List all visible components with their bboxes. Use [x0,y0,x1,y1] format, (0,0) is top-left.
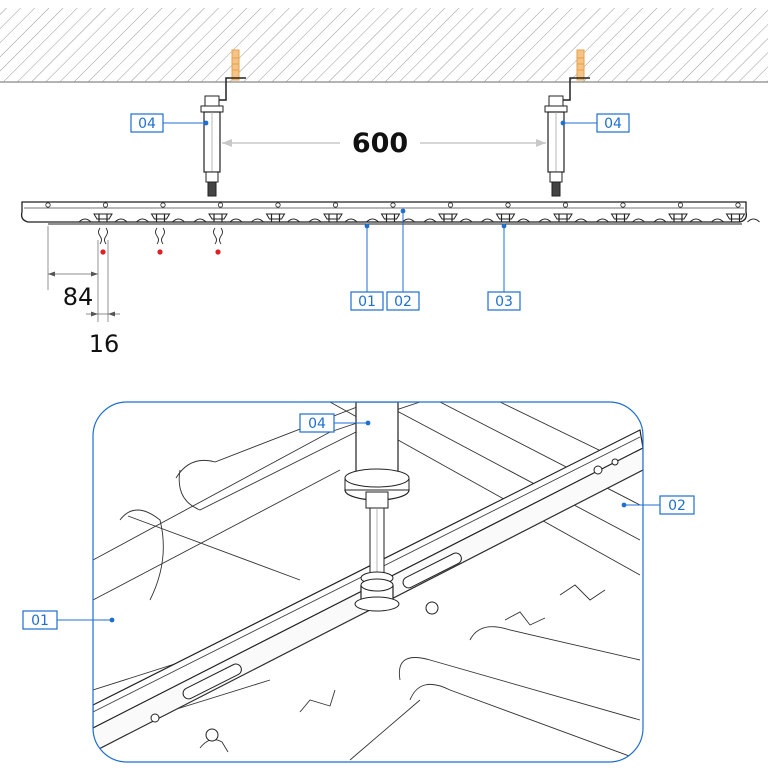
panel-clip [366,213,415,223]
svg-text:02: 02 [394,294,412,310]
svg-text:01: 01 [31,613,49,629]
panel-clip [538,213,588,223]
spring-clip-marker [213,227,223,255]
callout-04-right: 04 [560,113,630,133]
callout-02-detail: 02 [621,495,695,515]
spring-clip-marker [155,227,165,255]
panel-clip [423,213,473,223]
left-anchor-bolt [231,49,240,81]
detail-view [92,401,644,763]
panel-clip [481,213,530,223]
svg-text:01: 01 [358,294,376,310]
panel-clip [653,213,703,223]
left-hanger-rod [200,77,246,197]
panel-clip [78,213,128,223]
panel-clip [711,213,760,223]
panel-clip [251,213,300,223]
callout-04-detail: 04 [299,413,371,433]
detail-frame [92,401,644,763]
svg-text:04: 04 [308,416,326,432]
spring-clip-marker [98,227,108,255]
ceiling-slab [0,8,768,83]
offset-dimension: 84 [47,226,109,322]
spacing-value: 600 [352,128,408,159]
svg-text:03: 03 [495,294,513,310]
svg-text:02: 02 [668,498,686,514]
svg-text:04: 04 [138,116,156,132]
detail-hanger-rod [344,402,410,612]
panel-clip [193,213,243,223]
callout-01-top: 01 [350,223,384,311]
panel-clips [78,213,760,223]
width-value: 16 [89,330,120,358]
spring-clips [98,227,223,255]
panel-clip [596,213,645,223]
width-dimension: 16 [86,311,120,358]
callout-02-top: 02 [386,208,420,311]
callout-04-left: 04 [130,113,209,133]
spacing-dimension: 600 [222,128,546,159]
callout-01-detail: 01 [22,610,115,630]
offset-value: 84 [63,283,94,311]
svg-text:04: 04 [604,116,622,132]
panel-clip [308,213,358,223]
panel-clip [136,213,185,223]
callout-03-top: 03 [487,223,521,311]
right-hanger-rod [544,77,590,197]
right-anchor-bolt [576,49,585,81]
